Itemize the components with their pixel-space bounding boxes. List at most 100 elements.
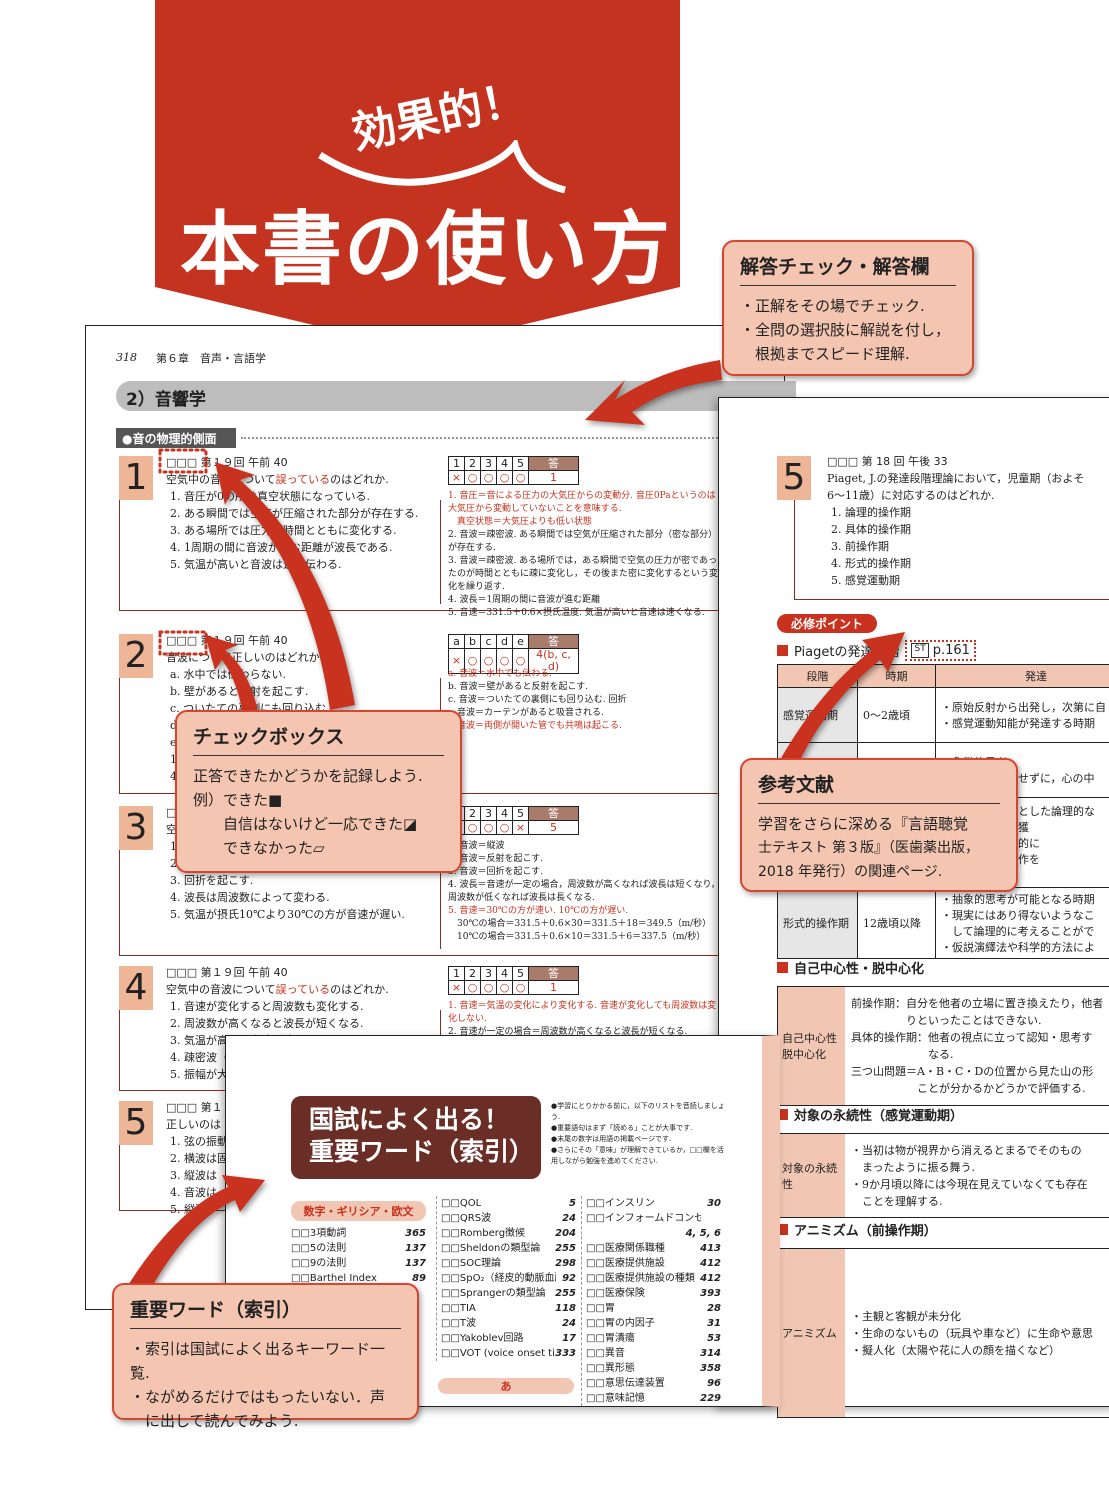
- section-table: アニミズム・主観と客観が未分化・生命のないもの（玩具や車など）に生命や意思・擬人…: [777, 1248, 1109, 1418]
- answer-header: 答: [528, 634, 579, 649]
- answer-header: 1: [448, 456, 465, 471]
- stem-text: のはどれか.: [330, 473, 389, 486]
- answer-mark: ○: [496, 470, 513, 485]
- answer-header: 3: [480, 806, 497, 821]
- index-note: ●さらにその「意味」が理解できているか，□□欄を活用しながら勉強を進めてください…: [551, 1146, 724, 1165]
- dotted-rule: [241, 437, 721, 439]
- question-meta: □□□ 第 18 回 午後 33: [827, 455, 948, 468]
- index-kana-header: あ: [438, 1378, 574, 1394]
- stem-text: のはどれか.: [330, 983, 389, 996]
- explanation-line: 真空状態＝大気圧よりも低い状態: [448, 517, 592, 527]
- index-term: □□胃: [586, 1303, 615, 1314]
- explanation-line: 4. 波長＝音速が一定の場合，周波数が高くなれば波長は短くなり，周波数が低くなれ…: [448, 880, 720, 903]
- question-frame: [794, 500, 1109, 600]
- content-line: ・生命のないもの（玩具や車など）に生命や意思: [851, 1326, 1093, 1340]
- index-term: □□意味記憶: [586, 1393, 645, 1404]
- index-page: 412: [700, 1258, 721, 1269]
- index-term: □□Yakoblev回路: [441, 1333, 524, 1344]
- question-number: 5: [777, 456, 811, 500]
- index-term: □□SpO₂（経皮的動脈血酸素飽和度）: [441, 1273, 556, 1284]
- callout-reference: 参考文献 学習をさらに深める『言語聴覚 士テキスト 第３版』（医歯薬出版， 20…: [740, 758, 1018, 892]
- index-term: □□意思伝達装置: [586, 1378, 665, 1389]
- answer-header: 5: [512, 456, 529, 471]
- index-page: 358: [700, 1363, 721, 1374]
- question-meta: □□□ 第１９回 午前 40: [166, 966, 288, 979]
- callout-line: ・索引は国試によく出るキーワード一覧.: [130, 1340, 386, 1382]
- index-note: ●末尾の数字は用語の掲載ページです.: [551, 1135, 672, 1143]
- section-heading: 自己中心性・脱中心化: [777, 958, 924, 977]
- answer-header: 答: [528, 966, 579, 981]
- content-line: まったように振る舞う.: [851, 1160, 976, 1174]
- explanation: a. 音波＝水中でも伝わる.b. 音波＝壁があると反射を起こす.c. 音波＝つい…: [448, 668, 720, 733]
- question-number: 3: [119, 806, 153, 850]
- index-term: □□9の法則: [291, 1258, 347, 1269]
- index-entry[interactable]: □□胃 28: [586, 1301, 721, 1316]
- swoosh-decoration: [318, 140, 566, 194]
- question-divider: [440, 500, 441, 604]
- explanation-line: 音波＝カーテンがあると吸音される.: [448, 708, 604, 718]
- index-page: 298: [555, 1258, 576, 1269]
- index-entry[interactable]: □□SpO₂（経皮的動脈血酸素飽和度）92: [441, 1271, 576, 1286]
- section-label: 対象の永続性: [777, 1134, 845, 1217]
- content-line: ことを理解する.: [851, 1194, 943, 1208]
- page-number: 318: [116, 351, 137, 364]
- explanation: 1. 音圧＝音による圧力の大気圧からの変動分. 音圧0Paというのは大気圧から変…: [448, 490, 720, 620]
- answer-mark: ×: [512, 820, 529, 835]
- index-entry[interactable]: □□インフォームドコンセント: [586, 1211, 721, 1226]
- description-line: ・抽象的思考が可能となる時期: [941, 893, 1095, 906]
- index-entry[interactable]: □□VOT (voice onset time)333: [441, 1346, 576, 1361]
- index-page: 28: [707, 1303, 721, 1314]
- index-term: □□Romberg徴候: [441, 1228, 526, 1239]
- reference-page: p.161: [932, 643, 970, 658]
- index-title-line1: 国試によく出る！: [309, 1105, 510, 1134]
- stem-text: 正しいのは: [166, 1118, 221, 1131]
- reference-link[interactable]: ST p.161: [905, 640, 976, 661]
- answer-option: 3. ある場所では圧力が時間とともに変化する.: [170, 524, 397, 537]
- answer-mark: ○: [480, 820, 497, 835]
- index-term: □□インスリン: [586, 1198, 655, 1209]
- answer-option: 5. 気温が高いと音波は速く伝わる.: [170, 558, 342, 571]
- answer-mark: ○: [480, 470, 497, 485]
- explanation: 1. 音速＝気温の変化により変化する. 音速が変化しても周波数は変化しない.2.…: [448, 1000, 720, 1039]
- index-term: □□VOT (voice onset time): [441, 1348, 555, 1359]
- index-entry[interactable]: 4, 5, 6: [586, 1226, 721, 1241]
- section-content: 前操作期：自分を他者の立場に置き換えたり，他者 りといったことはできない.具体的…: [845, 987, 1109, 1105]
- answer-mark: ○: [512, 470, 529, 485]
- age-cell: 12歳頃以降: [857, 887, 936, 959]
- explanation-line: 3. 音波＝回折を起こす.: [448, 867, 544, 877]
- description-cell: ・原始反射から出発し，次第に自・感覚運動知能が発達する時期: [935, 687, 1109, 743]
- callout-line: ・ながめるだけではもったいない．声: [130, 1388, 386, 1406]
- callout-answer-check: 解答チェック・解答欄 ・正解をその場でチェック. ・全問の選択肢に解説を付し， …: [722, 240, 974, 376]
- index-term: □□胃潰瘍: [586, 1333, 635, 1344]
- answer-mark: ○: [464, 980, 481, 995]
- index-page: 4, 5, 6: [685, 1228, 721, 1239]
- answer-option: 5. 気温が摂氏10℃より30℃の方が音速が遅い.: [170, 908, 405, 921]
